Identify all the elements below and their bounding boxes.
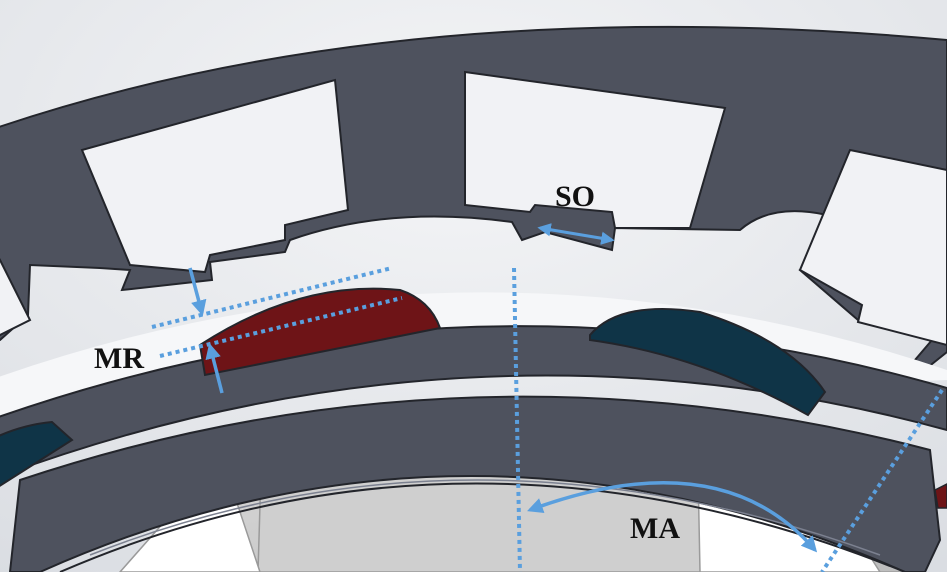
rotor-lower-rim: [8, 395, 942, 572]
magnet-radius-arrow-top: [188, 267, 207, 317]
magnet-radius-outer-line: [151, 266, 393, 329]
magnet-navy-top: [589, 307, 827, 417]
magnet-angle-arc-arrow: [527, 481, 818, 553]
magnet-angle-label: MA: [630, 512, 680, 545]
magnet-radius-label: MR: [94, 342, 144, 375]
slot-opening-label: SO: [555, 180, 595, 213]
magnet-navy-left: [0, 420, 74, 487]
magnet-radius-inner-line: [159, 296, 403, 358]
stator-slot-1: [80, 78, 350, 274]
stator-slot-3: [798, 148, 947, 347]
magnet-angle-center-line: [512, 267, 522, 572]
stator-slot-2: [464, 70, 727, 229]
stator-slot-0: [0, 258, 32, 337]
magnet-radius-arrow-bottom: [205, 342, 224, 394]
magnet-red-top: [198, 287, 442, 377]
magnet-red-right: [934, 483, 947, 509]
slot-opening-arrow: [537, 223, 615, 245]
